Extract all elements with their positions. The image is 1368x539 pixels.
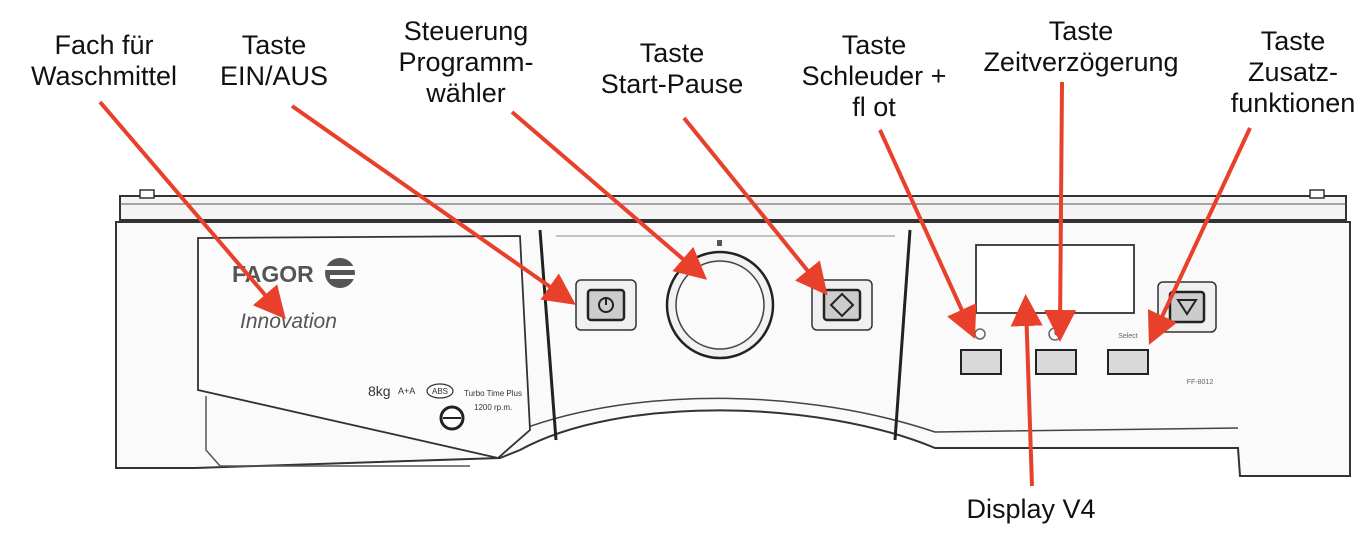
rail-clip-right — [1309, 189, 1325, 199]
arrow-startpause — [682, 116, 828, 296]
spin-button[interactable] — [960, 349, 1002, 375]
brand-logo: FAGOR — [232, 261, 314, 287]
drawer-handle — [205, 396, 470, 467]
label-detergent-drawer: Fach für Waschmittel — [30, 30, 178, 91]
dial-inner-ring — [675, 260, 765, 350]
brand-logo-mark — [325, 258, 355, 288]
arrow-extra — [1147, 127, 1252, 345]
divider-left — [538, 229, 558, 441]
arrow-display — [1010, 294, 1043, 487]
model-label: FF-8012 — [1187, 379, 1214, 386]
label-program-selector: Steuerung Programm- wähler — [398, 16, 534, 108]
top-rail — [119, 195, 1347, 221]
display-v4-screen — [975, 244, 1135, 314]
label-display-v4: Display V4 — [966, 494, 1096, 524]
arrow-delay — [1044, 81, 1077, 342]
svg-text:ABS: ABS — [432, 387, 448, 396]
features-label: Turbo Time Plus — [464, 389, 522, 398]
select-button[interactable] — [1168, 290, 1206, 324]
select-label: Select — [1118, 333, 1138, 340]
abs-logo — [426, 383, 454, 399]
arrow-selector — [510, 110, 708, 280]
arrow-spin — [878, 129, 977, 339]
label-startpause-button: Taste Start-Pause — [600, 38, 744, 99]
delay-button[interactable] — [1035, 349, 1077, 375]
extra-functions-button[interactable] — [1107, 349, 1149, 375]
arrow-onoff — [290, 104, 576, 305]
label-spin-button: Taste Schleuder + fl ot — [801, 30, 947, 122]
capacity-label: 8kg — [368, 383, 391, 399]
annotation-arrows — [98, 81, 1252, 487]
energy-label: A+A — [398, 386, 415, 396]
arrow-detergent — [98, 100, 286, 320]
triangle-down-icon — [1176, 299, 1198, 316]
label-onoff-button: Taste EIN/AUS — [219, 30, 329, 91]
label-delay-button: Taste Zeitverzögerung — [983, 16, 1179, 77]
start-pause-icon — [829, 292, 855, 318]
startpause-button[interactable] — [822, 288, 862, 322]
rail-clip-left — [139, 189, 155, 199]
divider-right — [893, 229, 912, 441]
label-extra-functions: Taste Zusatz- funktionen — [1230, 26, 1356, 118]
slogan: Innovation — [240, 310, 337, 333]
dial-marker — [717, 240, 722, 246]
rpm-label: 1200 rp.m. — [474, 403, 512, 412]
